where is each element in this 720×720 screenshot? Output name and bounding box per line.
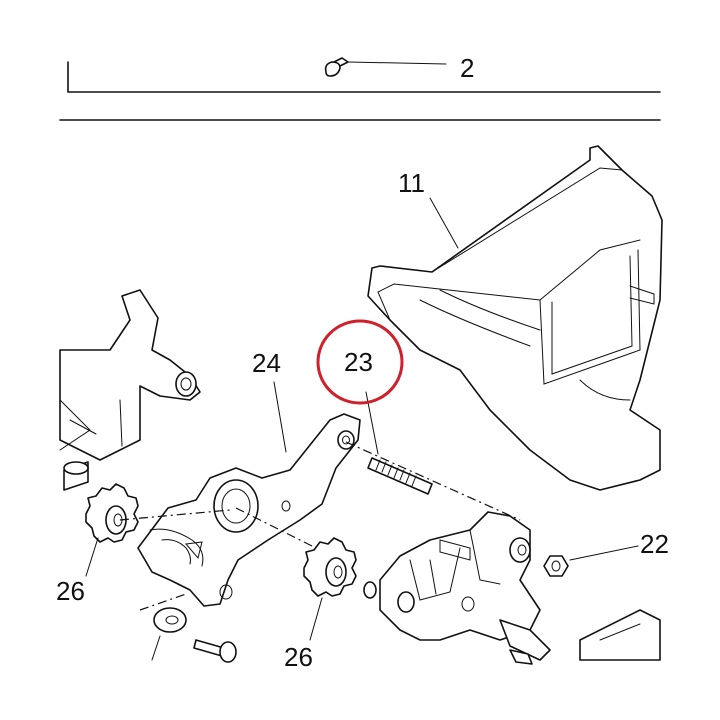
top-panel-frame [59, 61, 661, 121]
callout-22-label: 22 [640, 529, 669, 559]
lever-plate-part-24 [137, 413, 361, 607]
screw-part-2 [324, 57, 447, 77]
callout-2-label: 2 [460, 53, 474, 83]
lower-mechanism-assembly [363, 511, 661, 665]
housing-part-11 [367, 145, 663, 491]
gear-part-26-bottom [303, 537, 357, 597]
callout-26-left-leader [85, 537, 99, 577]
callout-11-leader [429, 197, 459, 249]
gear-part-26-left [85, 483, 139, 543]
callout-22-leader [569, 545, 639, 561]
callout-26-bottom-label: 26 [284, 642, 313, 672]
callout-26-bottom-leader [309, 597, 323, 641]
highlight-circle [316, 319, 404, 405]
left-bracket-assembly [59, 289, 201, 491]
callout-23-label: 23 [344, 347, 373, 377]
stud-part-23 [367, 457, 433, 495]
nut-part-22 [543, 555, 569, 577]
callout-11-label: 11 [398, 168, 425, 198]
callout-24-leader [273, 381, 287, 453]
callout-24-label: 24 [252, 348, 281, 378]
washer-and-screw-bottom [151, 607, 237, 663]
callout-26-left-label: 26 [56, 576, 85, 606]
